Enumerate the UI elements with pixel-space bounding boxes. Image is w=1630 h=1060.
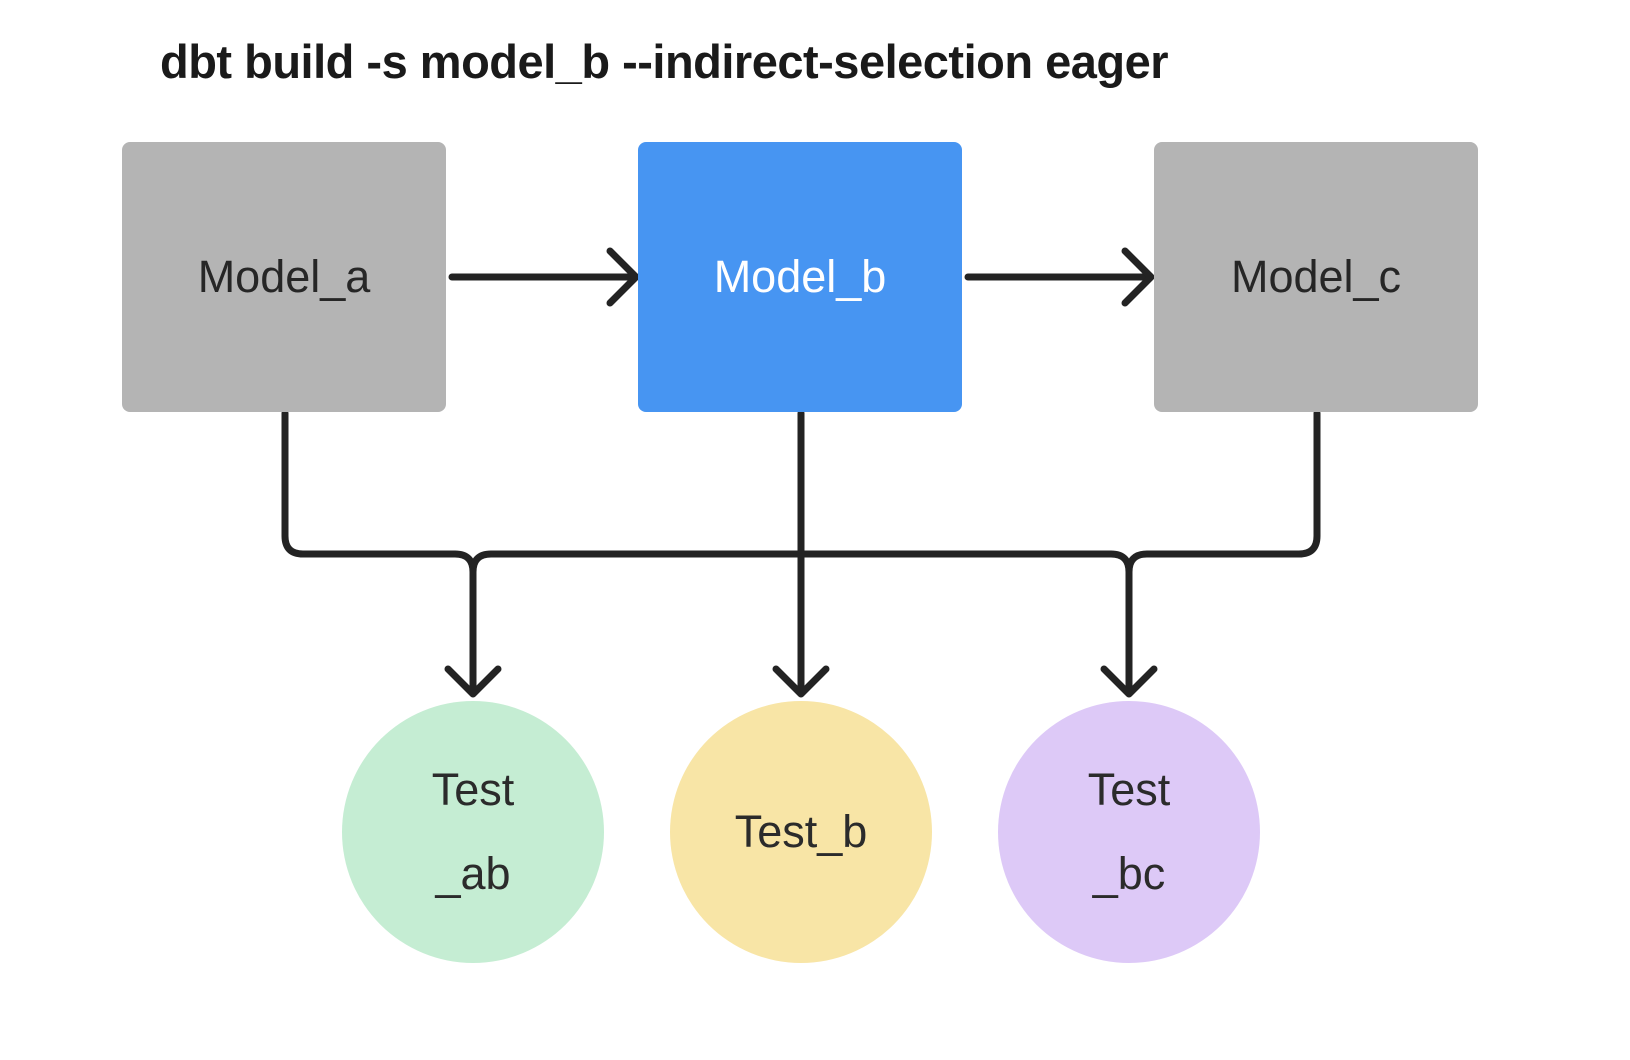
node-test-ab: Test _ab — [342, 701, 604, 963]
node-test-b-label: Test_b — [734, 806, 868, 857]
edge-model-c-to-test-bc — [1125, 409, 1321, 576]
arrowhead-test-bc-icon — [1100, 665, 1158, 698]
node-model-b-selected: Model_b — [638, 142, 962, 412]
node-model-c-label: Model_c — [1230, 251, 1402, 302]
node-model-a: Model_a — [122, 142, 446, 412]
node-test-bc-label-line1: Test — [1087, 764, 1171, 815]
node-model-a-label: Model_a — [197, 251, 371, 302]
node-test-ab-label-line1: Test — [431, 764, 515, 815]
arrowhead-model-b-icon — [606, 247, 640, 307]
arrowhead-test-b-icon — [772, 665, 830, 698]
node-test-bc: Test _bc — [998, 701, 1260, 963]
arrowhead-test-ab-icon — [444, 665, 502, 698]
node-test-ab-label-line2: _ab — [435, 848, 511, 899]
node-test-b: Test_b — [670, 701, 932, 963]
node-model-b-label: Model_b — [713, 251, 887, 302]
edge-model-a-to-test-ab — [281, 409, 477, 696]
node-test-bc-label-line2: _bc — [1092, 848, 1166, 899]
arrowhead-model-c-icon — [1121, 247, 1155, 307]
diagram-title: dbt build -s model_b --indirect-selectio… — [160, 35, 1169, 88]
node-model-c: Model_c — [1154, 142, 1478, 412]
